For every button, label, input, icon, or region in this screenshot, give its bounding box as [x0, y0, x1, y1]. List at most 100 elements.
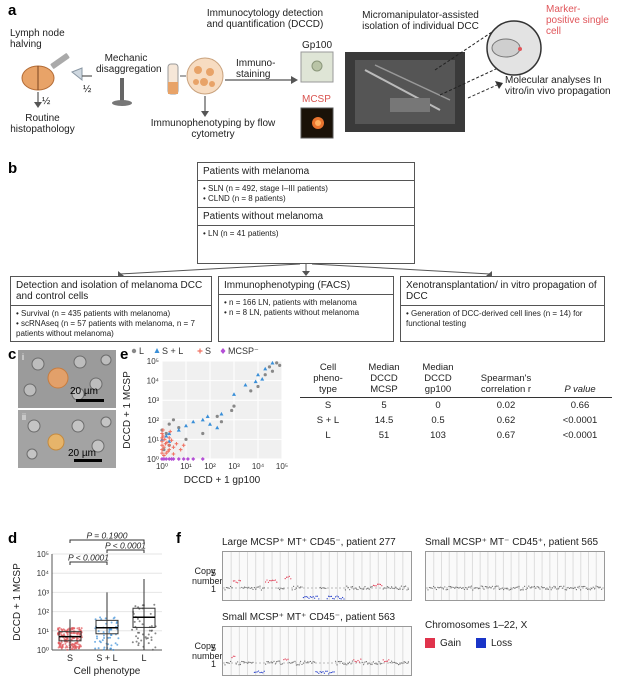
- copy-number-point: [283, 588, 285, 590]
- copy-number-point: [266, 579, 268, 581]
- jitter-point: [149, 612, 152, 615]
- copy-number-point: [302, 596, 304, 599]
- copy-number-point: [329, 595, 331, 598]
- copy-number-point: [441, 587, 443, 589]
- x-tick-label: 10¹: [180, 462, 192, 471]
- copy-number-point: [494, 586, 496, 588]
- copy-number-point: [496, 585, 498, 587]
- copy-number-point: [315, 595, 317, 597]
- copy-number-point: [343, 663, 345, 665]
- jitter-point: [140, 639, 143, 642]
- copy-number-point: [325, 670, 327, 672]
- copy-number-point: [238, 579, 240, 581]
- copy-number-point: [339, 660, 341, 663]
- copy-number-point: [315, 671, 317, 673]
- legend-label: L: [139, 346, 144, 356]
- copy-number-point: [546, 588, 548, 590]
- copy-number-point: [294, 588, 296, 591]
- jitter-point: [144, 636, 147, 639]
- copy-number-point: [557, 588, 559, 590]
- copy-number-point: [272, 579, 274, 581]
- copy-number-point: [374, 585, 376, 587]
- copy-number-point: [228, 662, 230, 664]
- th-pvalue: P value: [548, 360, 612, 398]
- cell: 0.67: [496, 430, 516, 441]
- point-cross: [160, 436, 164, 440]
- copy-number-point: [375, 663, 377, 665]
- copy-number-point: [326, 598, 328, 600]
- point-triangle: [164, 433, 169, 438]
- copy-number-point: [568, 587, 570, 589]
- copy-number-point: [370, 663, 372, 665]
- point-circle: [177, 425, 181, 430]
- copy-number-point: [281, 588, 283, 590]
- cell: 0.62: [496, 415, 516, 426]
- point-diamond: [164, 457, 169, 461]
- copy-number-point: [365, 588, 367, 590]
- copy-number-point: [344, 663, 346, 665]
- jitter-point: [112, 648, 115, 651]
- jitter-point: [64, 642, 67, 645]
- plot-area: [162, 361, 282, 459]
- jitter-point: [74, 645, 77, 648]
- point-cross: [161, 434, 165, 438]
- copy-number-point: [469, 586, 471, 588]
- without-item-0: • LN (n = 41 patients): [203, 229, 279, 238]
- jitter-point: [74, 632, 77, 635]
- copy-number-point: [308, 661, 310, 663]
- copy-number-point: [251, 587, 253, 589]
- jitter-point: [109, 636, 112, 639]
- copy-number-point: [567, 586, 569, 589]
- point-cross: [162, 453, 166, 458]
- point-cross: [160, 451, 164, 455]
- copy-number-point: [290, 662, 292, 664]
- copy-number-point: [596, 586, 598, 588]
- point-cross: [171, 445, 176, 449]
- jitter-point: [78, 638, 81, 641]
- jitter-point: [78, 628, 81, 631]
- copy-number-point: [434, 587, 436, 589]
- copy-number-point: [347, 586, 349, 589]
- mcsp-label: MCSP: [302, 94, 331, 105]
- cell: 14.5: [374, 415, 394, 426]
- copy-number-point: [442, 588, 444, 590]
- copy-number-point: [601, 588, 603, 590]
- point-diamond: [185, 457, 190, 461]
- copy-number-point: [328, 595, 330, 597]
- point-circle: [232, 404, 236, 408]
- legend-marker: [197, 348, 203, 354]
- copy-number-point: [370, 586, 372, 588]
- copy-number-point: [287, 658, 289, 660]
- copy-number-point: [252, 661, 254, 663]
- point-diamond: [200, 457, 205, 461]
- copy-number-point: [584, 585, 586, 588]
- jitter-point: [138, 631, 141, 634]
- point-cross: [162, 445, 166, 449]
- copy-number-point: [529, 587, 531, 589]
- copy-number-point: [283, 659, 285, 661]
- copy-number-point: [385, 587, 387, 589]
- copy-number-point: [433, 585, 435, 588]
- copy-number-point: [501, 587, 503, 589]
- copy-number-point: [333, 598, 335, 600]
- with-item-1: • CLND (n = 8 patients): [203, 194, 286, 203]
- copy-number-point: [325, 587, 327, 589]
- copy-number-point: [350, 586, 352, 588]
- copy-number-point: [290, 578, 292, 580]
- copy-number-point: [239, 580, 241, 582]
- copy-number-point: [559, 586, 561, 588]
- copy-number-point: [388, 586, 390, 588]
- panel-c-letter: c: [8, 346, 17, 363]
- copy-number-point: [489, 586, 491, 588]
- th-median-mcsp: Median DCCD MCSP: [356, 360, 412, 398]
- jitter-point: [154, 646, 157, 649]
- copy-number-point: [342, 596, 344, 599]
- panel-a-illustration: [21, 20, 542, 139]
- copy-number-point: [361, 661, 363, 664]
- x-tick-label: 10⁵: [276, 462, 288, 471]
- copy-number-point: [256, 586, 258, 588]
- copy-number-point: [234, 655, 236, 658]
- copy-number-point: [245, 661, 247, 664]
- copy-number-point: [575, 589, 577, 591]
- copy-number-point: [279, 660, 281, 662]
